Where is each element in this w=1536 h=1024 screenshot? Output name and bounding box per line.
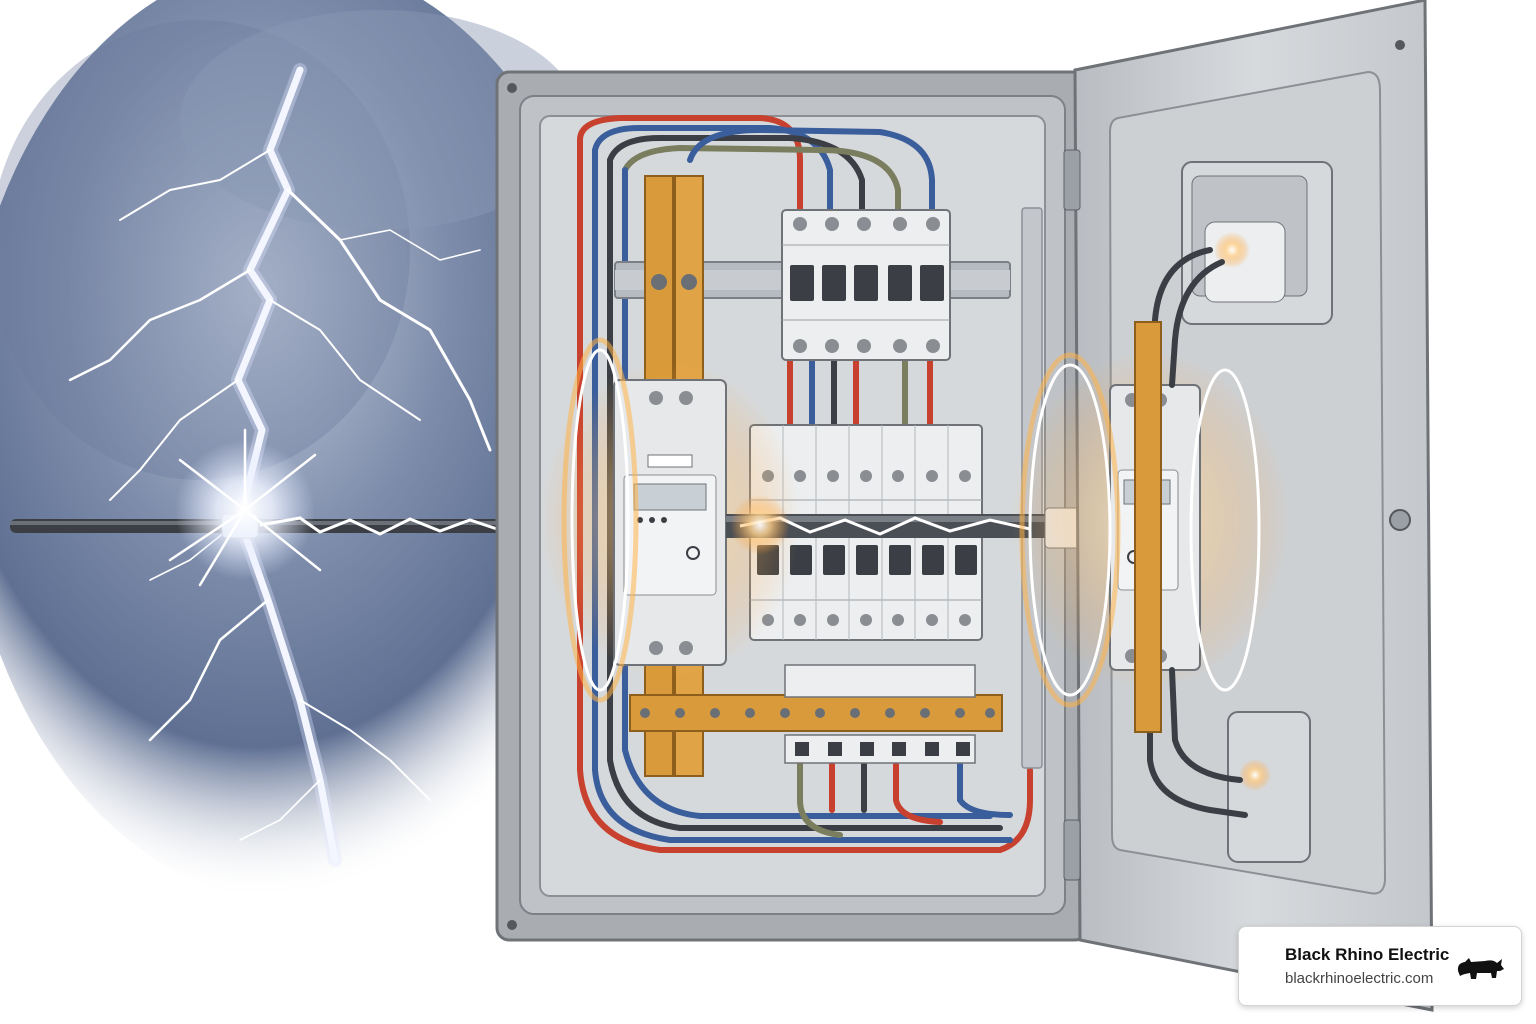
surge-protector-device xyxy=(540,360,800,680)
lightning-bolt-icon xyxy=(68,63,492,867)
surge-glow-ring xyxy=(561,337,639,703)
main-breaker-block xyxy=(781,209,951,361)
outlet-lower xyxy=(1227,711,1311,863)
door-wiring xyxy=(1147,247,1248,818)
impact-flash xyxy=(168,428,322,587)
company-website: blackrhinoelectric.com xyxy=(1285,970,1434,987)
surge-arc xyxy=(739,516,1031,536)
rhino-icon xyxy=(1457,958,1504,979)
wiring-harness xyxy=(577,115,1033,853)
brand-badge[interactable]: Black Rhino Electric blackrhinoelectric.… xyxy=(1238,926,1522,1006)
terminal-block xyxy=(784,664,976,764)
spark-glow xyxy=(730,495,790,555)
outlet-upper xyxy=(1181,161,1333,325)
company-name: Black Rhino Electric xyxy=(1285,945,1450,964)
surge-glow-ring xyxy=(1019,352,1261,708)
copper-bus-bar xyxy=(1134,321,1162,733)
copper-bus-bar xyxy=(629,694,1003,732)
